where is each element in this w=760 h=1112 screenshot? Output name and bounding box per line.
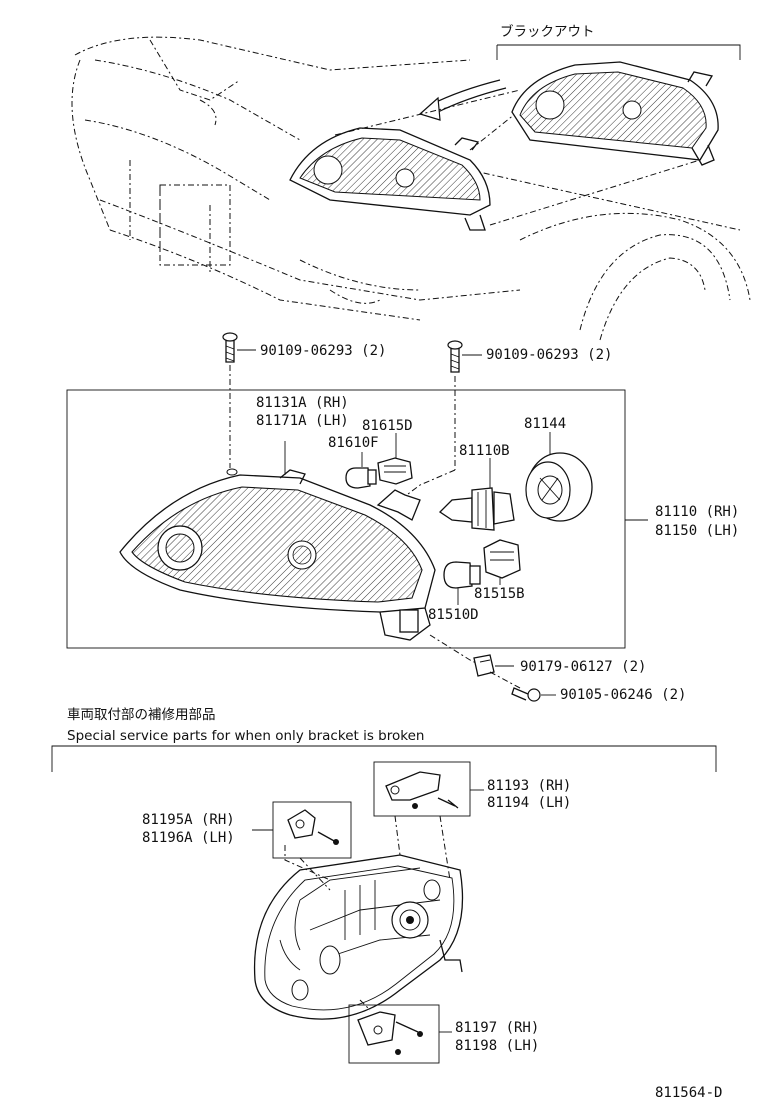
label-81197: 81197 (RH) bbox=[455, 1020, 539, 1036]
label-nut-90179: 90179-06127 (2) bbox=[520, 659, 646, 675]
bulb-81610F-icon bbox=[345, 467, 377, 489]
label-81198: 81198 (LH) bbox=[455, 1038, 539, 1054]
nut-90179-icon bbox=[473, 654, 495, 677]
assembly-box bbox=[66, 389, 626, 649]
label-81194: 81194 (LH) bbox=[487, 795, 571, 811]
label-81196A: 81196A (LH) bbox=[142, 830, 235, 846]
en-note: Special service parts for when only brac… bbox=[67, 728, 424, 744]
screw-90105-icon bbox=[511, 687, 541, 702]
bulb-81510D-icon bbox=[443, 561, 481, 589]
jp-note: 車両取付部の補修用部品 bbox=[67, 707, 216, 723]
blackout-headlamp bbox=[511, 61, 719, 166]
label-81144: 81144 bbox=[524, 416, 566, 432]
installed-headlamp bbox=[289, 127, 491, 231]
screw-90109-right-icon bbox=[447, 340, 463, 373]
vehicle-front-outline bbox=[71, 36, 751, 341]
label-81193: 81193 (RH) bbox=[487, 778, 571, 794]
label-screw-90109-a: 90109-06293 (2) bbox=[260, 343, 386, 359]
blackout-label: ブラックアウト bbox=[500, 23, 595, 40]
box-81197 bbox=[348, 1004, 440, 1064]
headlamp-unit bbox=[119, 468, 436, 641]
label-81110B: 81110B bbox=[459, 443, 510, 459]
label-81131A: 81131A (RH) bbox=[256, 395, 349, 411]
socket-81615D-icon bbox=[377, 457, 413, 485]
label-81171A: 81171A (LH) bbox=[256, 413, 349, 429]
cover-81144-icon bbox=[525, 452, 593, 522]
service-parts-bracket bbox=[51, 745, 717, 772]
label-81510D: 81510D bbox=[428, 607, 479, 623]
label-81615D: 81615D bbox=[362, 418, 413, 434]
socket-bracket-icon bbox=[376, 489, 421, 521]
label-81515B: 81515B bbox=[474, 586, 525, 602]
box-81193 bbox=[373, 761, 471, 817]
install-arrow bbox=[418, 79, 507, 121]
label-screw-90109-b: 90109-06293 (2) bbox=[486, 347, 612, 363]
diagram-id: 811564-D bbox=[655, 1085, 722, 1101]
blackout-bracket bbox=[496, 44, 741, 60]
label-screw-90105: 90105-06246 (2) bbox=[560, 687, 686, 703]
install-leader-lines bbox=[334, 89, 701, 226]
label-81150: 81150 (LH) bbox=[655, 523, 739, 539]
socket-81515B-icon bbox=[483, 539, 521, 579]
bracket-81193-icon bbox=[385, 771, 459, 809]
screw-90109-left-icon bbox=[222, 332, 238, 363]
headlamp-rear-view bbox=[253, 854, 464, 1020]
bracket-81197-icon bbox=[357, 1011, 423, 1055]
bulb-81110B-icon bbox=[438, 487, 515, 531]
label-81195A: 81195A (RH) bbox=[142, 812, 235, 828]
label-81110: 81110 (RH) bbox=[655, 504, 739, 520]
bracket-81195A-icon bbox=[287, 809, 339, 845]
label-81610F: 81610F bbox=[328, 435, 379, 451]
